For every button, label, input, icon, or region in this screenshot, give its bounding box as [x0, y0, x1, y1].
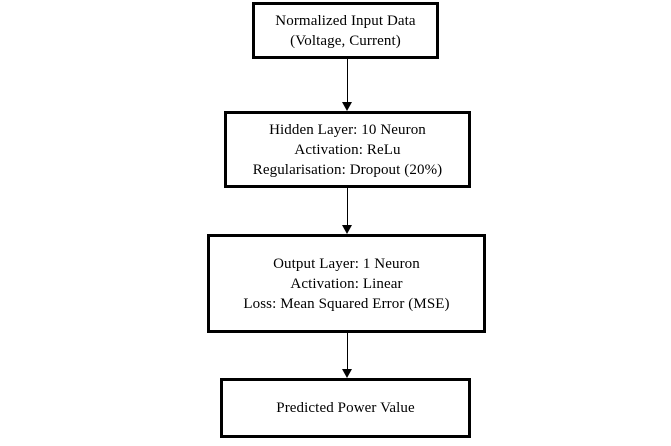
- node-output-line-2: Activation: Linear: [290, 276, 403, 292]
- node-hidden-line-2: Activation: ReLu: [294, 141, 401, 158]
- node-hidden-line-3: Regularisation: Dropout (20%): [252, 161, 443, 178]
- node-hidden-line-1: Hidden Layer: 10 Neuron: [269, 121, 426, 138]
- node-output-layer: Output Layer: 1 Neuron Activation: Linea…: [207, 234, 486, 333]
- arrowhead-down-icon: [342, 225, 352, 234]
- node-prediction-line-1: Predicted Power Value: [276, 400, 415, 416]
- arrow-output-to-prediction: [342, 333, 352, 378]
- node-output-line-1: Output Layer: 1 Neuron: [273, 256, 420, 272]
- node-output-line-3: Loss: Mean Squared Error (MSE): [243, 296, 450, 312]
- arrow-input-to-hidden: [342, 59, 352, 111]
- arrow-shaft: [347, 59, 348, 102]
- node-predicted-power-value: Predicted Power Value: [220, 378, 471, 438]
- arrowhead-down-icon: [342, 102, 352, 111]
- node-hidden-layer: Hidden Layer: 10 Neuron Activation: ReLu…: [224, 111, 471, 188]
- arrow-shaft: [347, 188, 348, 225]
- node-input-line-1: Normalized Input Data: [275, 12, 416, 29]
- node-normalized-input-data: Normalized Input Data (Voltage, Current): [252, 2, 439, 59]
- node-input-line-2: (Voltage, Current): [290, 32, 401, 49]
- arrow-shaft: [347, 333, 348, 369]
- arrowhead-down-icon: [342, 369, 352, 378]
- arrow-hidden-to-output: [342, 188, 352, 234]
